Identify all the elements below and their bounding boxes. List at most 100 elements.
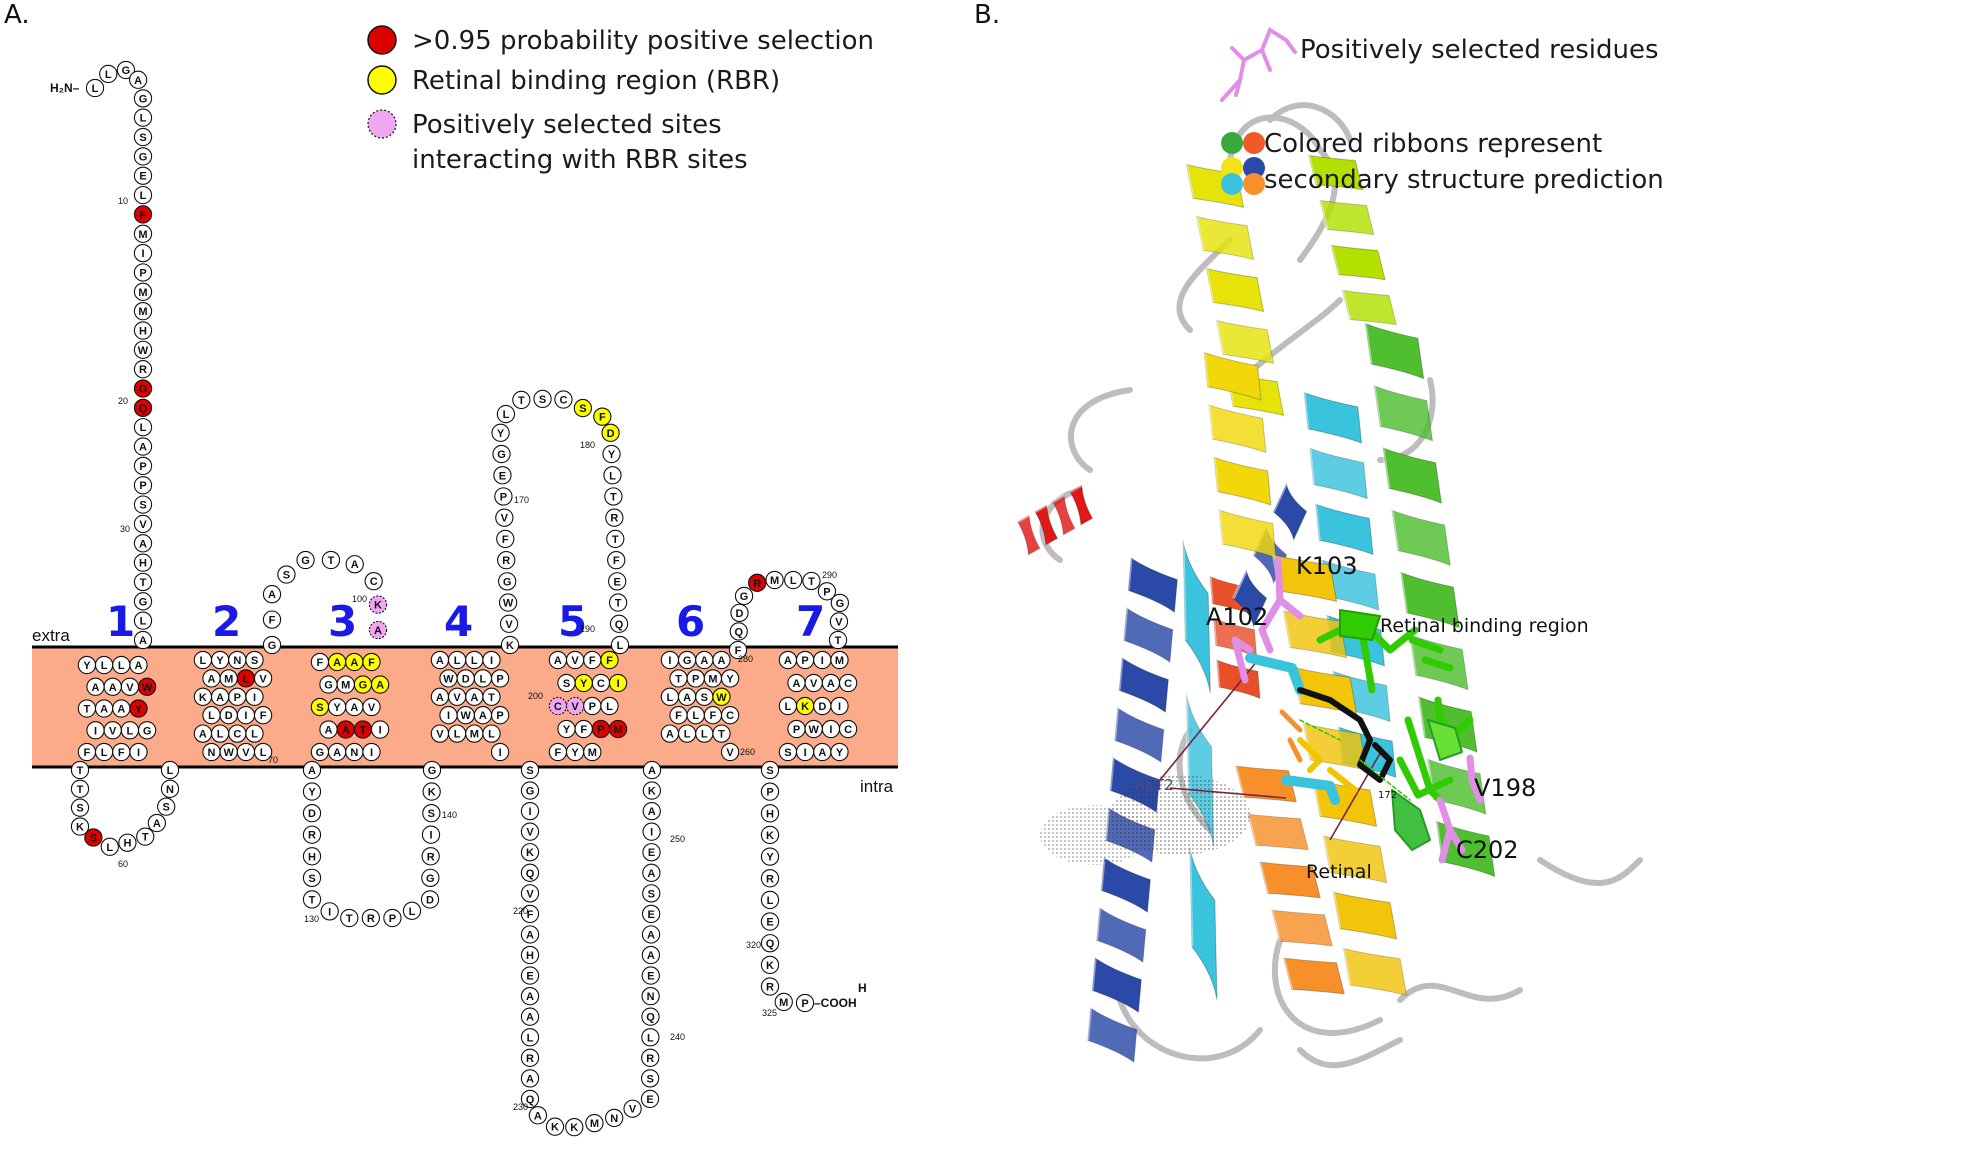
residue-letter: P [139, 267, 146, 279]
residue-letter: K [76, 822, 84, 834]
residue-letter: K [199, 692, 207, 704]
protein-3d-structure: RET2 [1016, 27, 1664, 1069]
residue-circle [133, 379, 153, 398]
residue-circle [830, 742, 849, 762]
residue-letter: H [308, 851, 316, 863]
residue-letter: T [309, 894, 316, 906]
residue-circle [202, 669, 221, 688]
residue-letter: L [101, 747, 108, 759]
panel-b-label: B. [974, 0, 1001, 30]
residue-circle [262, 610, 282, 629]
residue-letter: V [571, 655, 579, 667]
residue-letter: M [138, 306, 147, 318]
residue-circle [641, 1048, 660, 1067]
position-numbers: 10 20 30 60 70 100 130 140 170 180 190 2… [118, 196, 837, 1112]
residue-letter: M [835, 655, 844, 667]
residue-circle [520, 1007, 540, 1026]
residue-letter: F [599, 412, 606, 424]
residue-circle [99, 64, 118, 84]
residue-letter: A [818, 747, 826, 759]
residue-letter: E [647, 909, 654, 921]
residue-letter: L [127, 725, 134, 737]
residue-letter: C [844, 724, 852, 736]
residue-letter: P [766, 787, 773, 799]
ribbon-dot-yellow [1221, 157, 1243, 179]
residue-circle [70, 798, 90, 817]
residue-letter: Y [83, 660, 91, 672]
residue-circle [133, 437, 153, 456]
residue-circle [133, 108, 153, 127]
residue-letter: T [718, 729, 725, 741]
residue-circle [760, 760, 780, 780]
residue-letter: A [526, 1073, 534, 1085]
residue-circle [118, 833, 137, 852]
residue-letter: V [526, 827, 534, 839]
residue-letter: F [260, 710, 267, 722]
residue-circle [817, 582, 837, 601]
residue-letter: C [370, 576, 378, 588]
residue-letter: A [208, 673, 216, 685]
residue-circle [133, 127, 153, 147]
residue-circle [641, 1007, 660, 1026]
residue-circle [520, 1069, 540, 1088]
residue-letter: L [118, 660, 125, 672]
residue-letter: S [646, 1073, 653, 1085]
residue-letter: F [613, 555, 620, 567]
residue-letter: K [801, 701, 809, 713]
residue-letter: F [710, 710, 717, 722]
residue-circle [490, 742, 510, 762]
residue-circle [605, 508, 624, 527]
residue-circle [512, 390, 531, 410]
residue-circle [133, 302, 153, 321]
residue-letter: Y [308, 787, 316, 799]
residue-circle [439, 669, 458, 688]
residue-letter: R [610, 513, 618, 525]
residue-circle [720, 742, 740, 762]
residue-letter: S [251, 655, 258, 667]
residue-circle [760, 804, 780, 823]
helix-number-3: 3 [328, 597, 357, 646]
residue-letter: H [766, 808, 774, 820]
residue-circle [760, 782, 780, 801]
residue-letter: P [139, 480, 146, 492]
residue-circle [116, 60, 136, 80]
residue-letter: Q [526, 1094, 535, 1106]
residue-circle [760, 912, 780, 931]
residue-letter: T [615, 598, 622, 610]
residue-letter: I [328, 906, 331, 918]
residue-letter: P [234, 692, 241, 704]
residue-letter: L [617, 640, 624, 652]
residue-letter: E [499, 470, 506, 482]
residue-letter: A [342, 725, 350, 737]
residue-circle [277, 565, 296, 584]
residue-letter: G [139, 596, 148, 608]
residue-circle [499, 614, 519, 633]
residue-letter: A [647, 929, 655, 941]
residue-letter: V [368, 702, 376, 714]
residue-letter: W [809, 724, 820, 736]
residue-circle [129, 742, 148, 762]
residue-letter: L [667, 692, 674, 704]
residue-letter: A [526, 929, 534, 941]
legend-yellow-text: Retinal binding region (RBR) [412, 66, 780, 96]
residue-circle [760, 890, 780, 910]
residue-circle [362, 742, 381, 762]
residue-letter: M [470, 729, 479, 741]
residue-letter: Y [135, 704, 143, 716]
residue-letter: S [766, 765, 773, 777]
intra-label: intra [860, 777, 894, 796]
legend-pink-swatch [367, 109, 397, 139]
residue-letter: A [470, 692, 478, 704]
residue-circle [642, 822, 661, 841]
residue-letter: E [646, 1094, 653, 1106]
residue-letter: A [333, 657, 341, 669]
residue-circle [496, 404, 516, 424]
residue-letter: E [766, 917, 773, 929]
residue-letter: R [367, 913, 375, 925]
c-terminus-h: H [858, 981, 867, 995]
residue-letter: C [559, 395, 567, 407]
residue-letter: I [137, 747, 140, 759]
legend-red-text: >0.95 probability positive selection [412, 26, 874, 56]
residue-circle [296, 550, 315, 570]
